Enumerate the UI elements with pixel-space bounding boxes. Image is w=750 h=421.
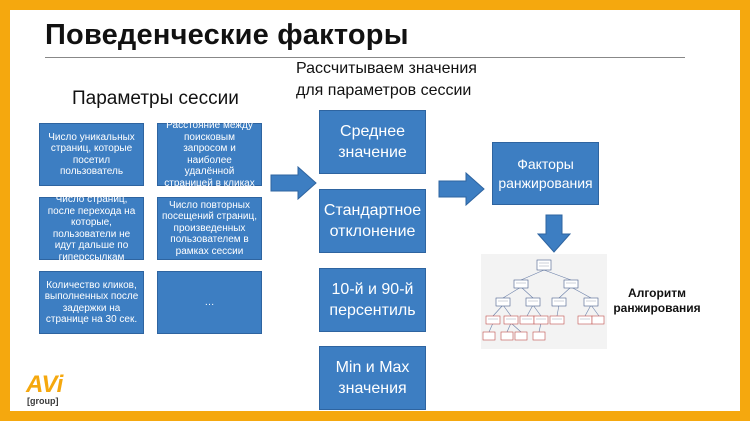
param-box-clicks-after-delay: Количество кликов, выполненных после зад… (39, 271, 144, 334)
arrow-right-icon (270, 166, 317, 200)
session-params-heading: Параметры сессии (72, 88, 239, 109)
param-box-unique-pages: Число уникальных страниц, которые посети… (39, 123, 144, 186)
title-divider (45, 57, 685, 58)
param-text: Расстояние между поисковым запросом и на… (164, 120, 255, 189)
ranking-factors-text: Факторы ранжирования (498, 155, 593, 191)
param-box-click-distance: Расстояние между поисковым запросом и на… (157, 120, 262, 189)
param-box-dead-end-pages: Число страниц, после перехода на которые… (39, 194, 144, 263)
arrow-down-icon (536, 214, 572, 253)
ranking-factors-box: Факторы ранжирования (492, 142, 599, 205)
calc-heading-line1: Рассчитываем значения (296, 60, 477, 77)
stat-box-min-max: Min и Max значения (319, 346, 426, 410)
algorithm-label: Алгоритм ранжирования (613, 286, 701, 315)
logo-mark: AVi (26, 371, 64, 398)
calc-heading-line2: для параметров сессии (296, 82, 472, 99)
logo-subtext: [group] (27, 396, 59, 406)
param-text: Число повторных посещений страниц, произ… (161, 199, 257, 257)
param-text: Число уникальных страниц, которые посети… (48, 131, 135, 178)
param-box-repeat-visits: Число повторных посещений страниц, произ… (157, 197, 262, 260)
param-text: Количество кликов, выполненных после зад… (44, 279, 139, 326)
decision-tree-diagram (481, 254, 607, 349)
avi-group-logo: AVi [group] (26, 371, 70, 411)
calc-heading: Рассчитываем значения для параметров сес… (296, 58, 477, 102)
arrow-right-icon (438, 172, 485, 206)
stat-box-percentiles: 10-й и 90-й персентиль (319, 268, 426, 332)
stat-text: Среднее значение (338, 123, 407, 161)
stat-text: Стандартное отклонение (323, 202, 422, 240)
param-text: Число страниц, после перехода на которые… (47, 194, 136, 263)
param-text: … (204, 296, 215, 308)
slide-title: Поведенческие факторы (45, 19, 409, 51)
stat-box-std: Стандартное отклонение (319, 189, 426, 253)
stat-text: 10-й и 90-й персентиль (329, 281, 416, 319)
param-box-ellipsis: … (157, 271, 262, 334)
stat-text: Min и Max значения (335, 359, 410, 397)
stat-box-mean: Среднее значение (319, 110, 426, 174)
